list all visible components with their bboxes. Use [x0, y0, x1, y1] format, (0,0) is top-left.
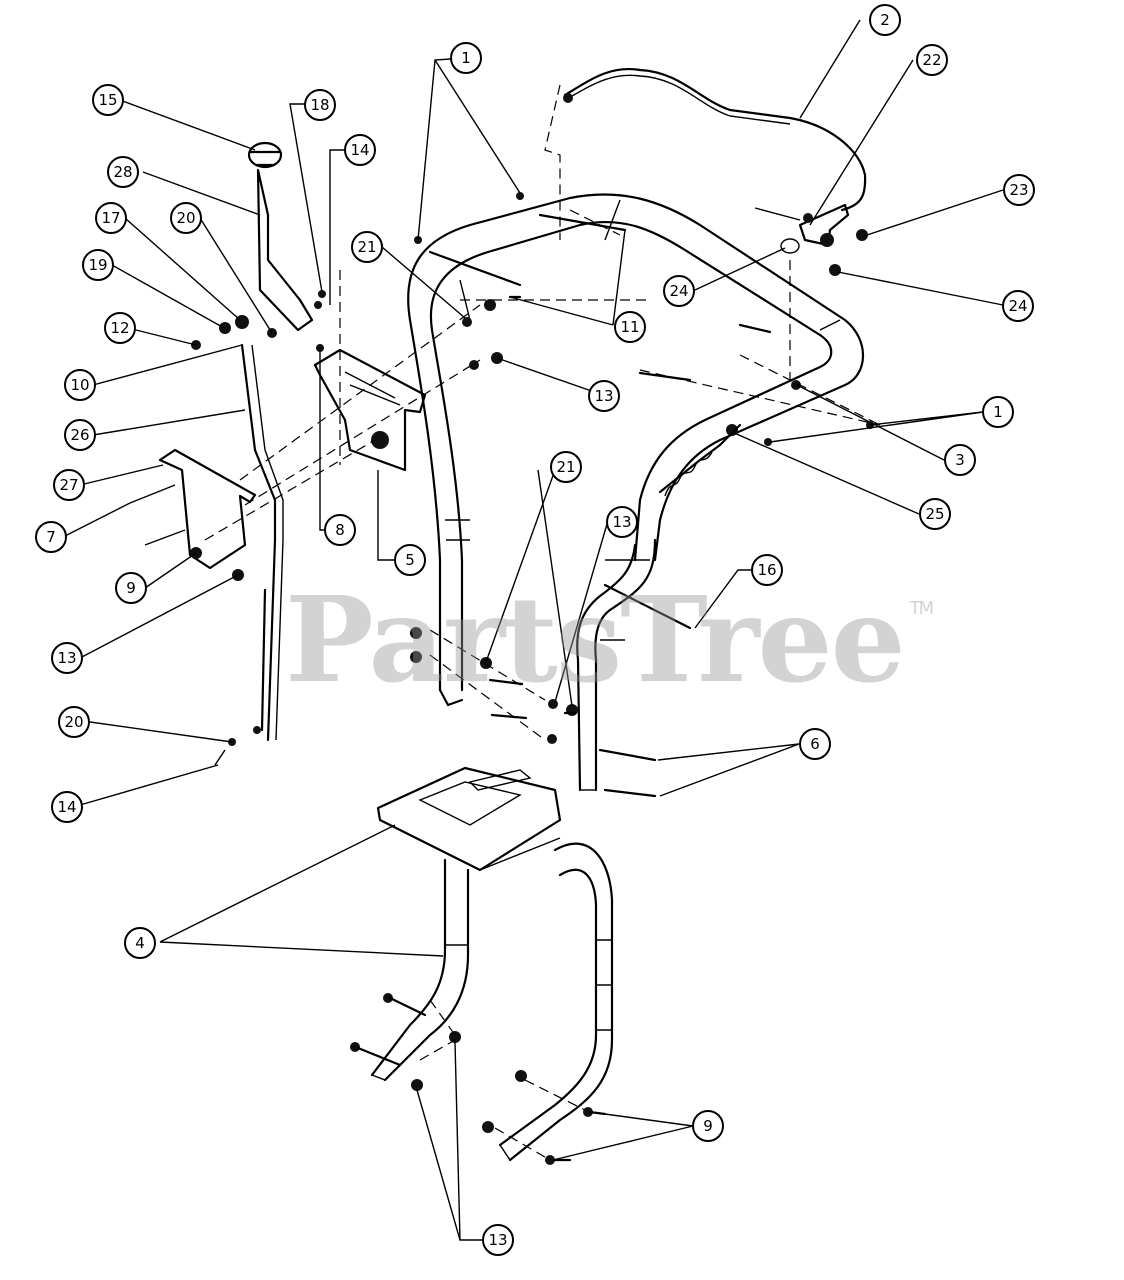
svg-text:22: 22 — [922, 51, 941, 69]
svg-text:20: 20 — [64, 713, 83, 731]
callout-5: 5 — [394, 544, 426, 576]
svg-text:11: 11 — [620, 318, 639, 336]
callout-4: 4 — [124, 927, 156, 959]
callout-25: 25 — [919, 498, 951, 530]
callouts: 1 2 22 23 24 24 11 21 13 1 3 25 21 13 16… — [35, 4, 1035, 1256]
lower-handle — [370, 766, 614, 1162]
callout-23: 23 — [1003, 174, 1035, 206]
callout-26: 26 — [64, 419, 96, 451]
callout-22: 22 — [916, 44, 948, 76]
svg-text:2: 2 — [880, 11, 890, 29]
svg-text:8: 8 — [335, 521, 345, 539]
svg-text:10: 10 — [70, 376, 89, 394]
callout-21-top: 21 — [351, 231, 383, 263]
callout-14-top: 14 — [344, 134, 376, 166]
callout-11: 11 — [614, 311, 646, 343]
callout-24-left: 24 — [663, 275, 695, 307]
callout-9-left: 9 — [115, 572, 147, 604]
svg-text:17: 17 — [101, 209, 120, 227]
callout-21-mid: 21 — [550, 451, 582, 483]
svg-text:13: 13 — [488, 1231, 507, 1249]
svg-text:13: 13 — [612, 513, 631, 531]
callout-13-mid: 13 — [588, 380, 620, 412]
callout-28: 28 — [107, 156, 139, 188]
hardware — [350, 192, 881, 1165]
callout-10: 10 — [64, 369, 96, 401]
svg-text:21: 21 — [556, 458, 575, 476]
callout-13-bottom: 13 — [482, 1224, 514, 1256]
callout-13-center: 13 — [606, 506, 638, 538]
callout-17: 17 — [95, 202, 127, 234]
svg-text:25: 25 — [925, 505, 944, 523]
control-assembly — [129, 141, 481, 766]
svg-text:3: 3 — [955, 451, 965, 469]
svg-text:1: 1 — [993, 403, 1003, 421]
callout-9-right: 9 — [692, 1110, 724, 1142]
svg-text:28: 28 — [113, 163, 132, 181]
svg-text:6: 6 — [810, 735, 820, 753]
callout-20-top: 20 — [170, 202, 202, 234]
callout-24-right: 24 — [1002, 290, 1034, 322]
svg-text:1: 1 — [461, 49, 471, 67]
callout-12: 12 — [104, 312, 136, 344]
svg-text:19: 19 — [88, 256, 107, 274]
svg-text:7: 7 — [46, 528, 56, 546]
svg-text:24: 24 — [669, 282, 688, 300]
svg-text:13: 13 — [57, 649, 76, 667]
svg-text:5: 5 — [405, 551, 415, 569]
svg-text:14: 14 — [350, 141, 369, 159]
callout-18: 18 — [304, 89, 336, 121]
svg-text:9: 9 — [703, 1117, 713, 1135]
callout-14-bottom: 14 — [51, 791, 83, 823]
callout-7: 7 — [35, 521, 67, 553]
callout-15: 15 — [92, 84, 124, 116]
svg-text:18: 18 — [310, 96, 329, 114]
callout-1-top: 1 — [450, 42, 482, 74]
callout-3: 3 — [944, 444, 976, 476]
callout-13-left: 13 — [51, 642, 83, 674]
leader-lines — [62, 19, 1004, 1241]
callout-8: 8 — [324, 514, 356, 546]
svg-text:4: 4 — [135, 934, 145, 952]
svg-text:20: 20 — [176, 209, 195, 227]
svg-text:23: 23 — [1009, 181, 1028, 199]
svg-text:24: 24 — [1008, 297, 1027, 315]
callout-1-right: 1 — [982, 396, 1014, 428]
watermark-tm: TM — [909, 598, 934, 619]
callout-27: 27 — [53, 469, 85, 501]
svg-text:12: 12 — [110, 319, 129, 337]
callout-6: 6 — [799, 728, 831, 760]
callout-20-bottom: 20 — [58, 706, 90, 738]
svg-text:14: 14 — [57, 798, 76, 816]
watermark-text: PartsTree — [285, 570, 906, 709]
svg-text:27: 27 — [59, 476, 78, 494]
svg-text:13: 13 — [594, 387, 613, 405]
callout-16: 16 — [751, 554, 783, 586]
svg-text:26: 26 — [70, 426, 89, 444]
upper-handle — [407, 193, 865, 792]
svg-text:16: 16 — [757, 561, 776, 579]
cable-assembly — [544, 67, 868, 380]
callout-19: 19 — [82, 249, 114, 281]
callout-2: 2 — [869, 4, 901, 36]
svg-text:9: 9 — [126, 579, 136, 597]
svg-text:21: 21 — [357, 238, 376, 256]
svg-text:15: 15 — [98, 91, 117, 109]
